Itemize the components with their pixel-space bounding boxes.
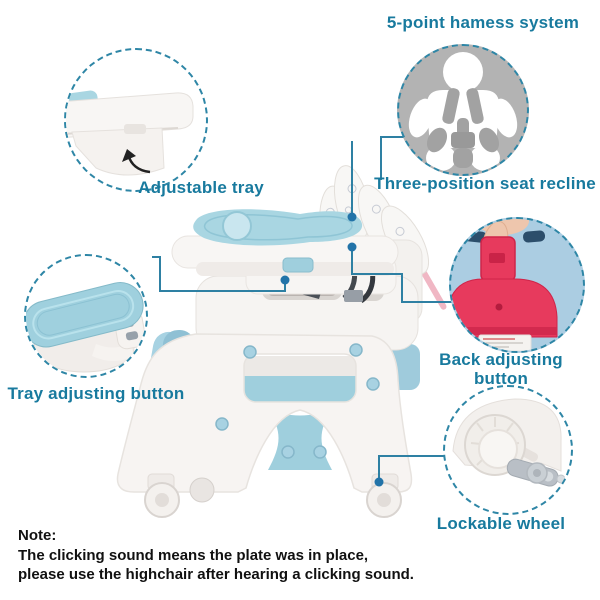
base-frame	[116, 333, 413, 493]
connector-lines	[152, 136, 452, 482]
harness-callout-circle	[397, 44, 529, 176]
frame-screws	[215, 343, 380, 459]
note-line: The clicking sound means the plate was i…	[18, 547, 369, 564]
tray-button-closeup	[26, 282, 146, 373]
lockable-wheel-closeup	[452, 398, 566, 487]
five-point-harness-icon	[408, 52, 518, 171]
label-adjustable-tray: Adjustable tray	[138, 178, 264, 197]
note-line: please use the highchair after hearing a…	[18, 566, 414, 583]
adjustable-tray-closeup	[66, 90, 194, 176]
marker-dots	[280, 212, 384, 487]
back-button-closeup	[451, 219, 558, 351]
adjustable-tray-callout-circle	[64, 48, 208, 192]
note-block: Note: The clicking sound means the plate…	[18, 526, 438, 584]
lockable-wheel-callout-circle	[443, 385, 573, 515]
tray	[171, 209, 399, 304]
label-seat-recline: Three-position seat recline	[374, 174, 596, 193]
back-button-callout-circle	[449, 217, 585, 353]
note-title: Note:	[18, 527, 57, 544]
label-back-adjusting-button: Back adjusting button	[439, 350, 563, 389]
label-lockable-wheel: Lockable wheel	[436, 514, 566, 533]
tray-button-callout-circle	[24, 254, 148, 378]
label-harness-system: 5-point hamess system	[386, 13, 580, 32]
label-tray-adjusting-button: Tray adjusting button	[7, 384, 185, 403]
